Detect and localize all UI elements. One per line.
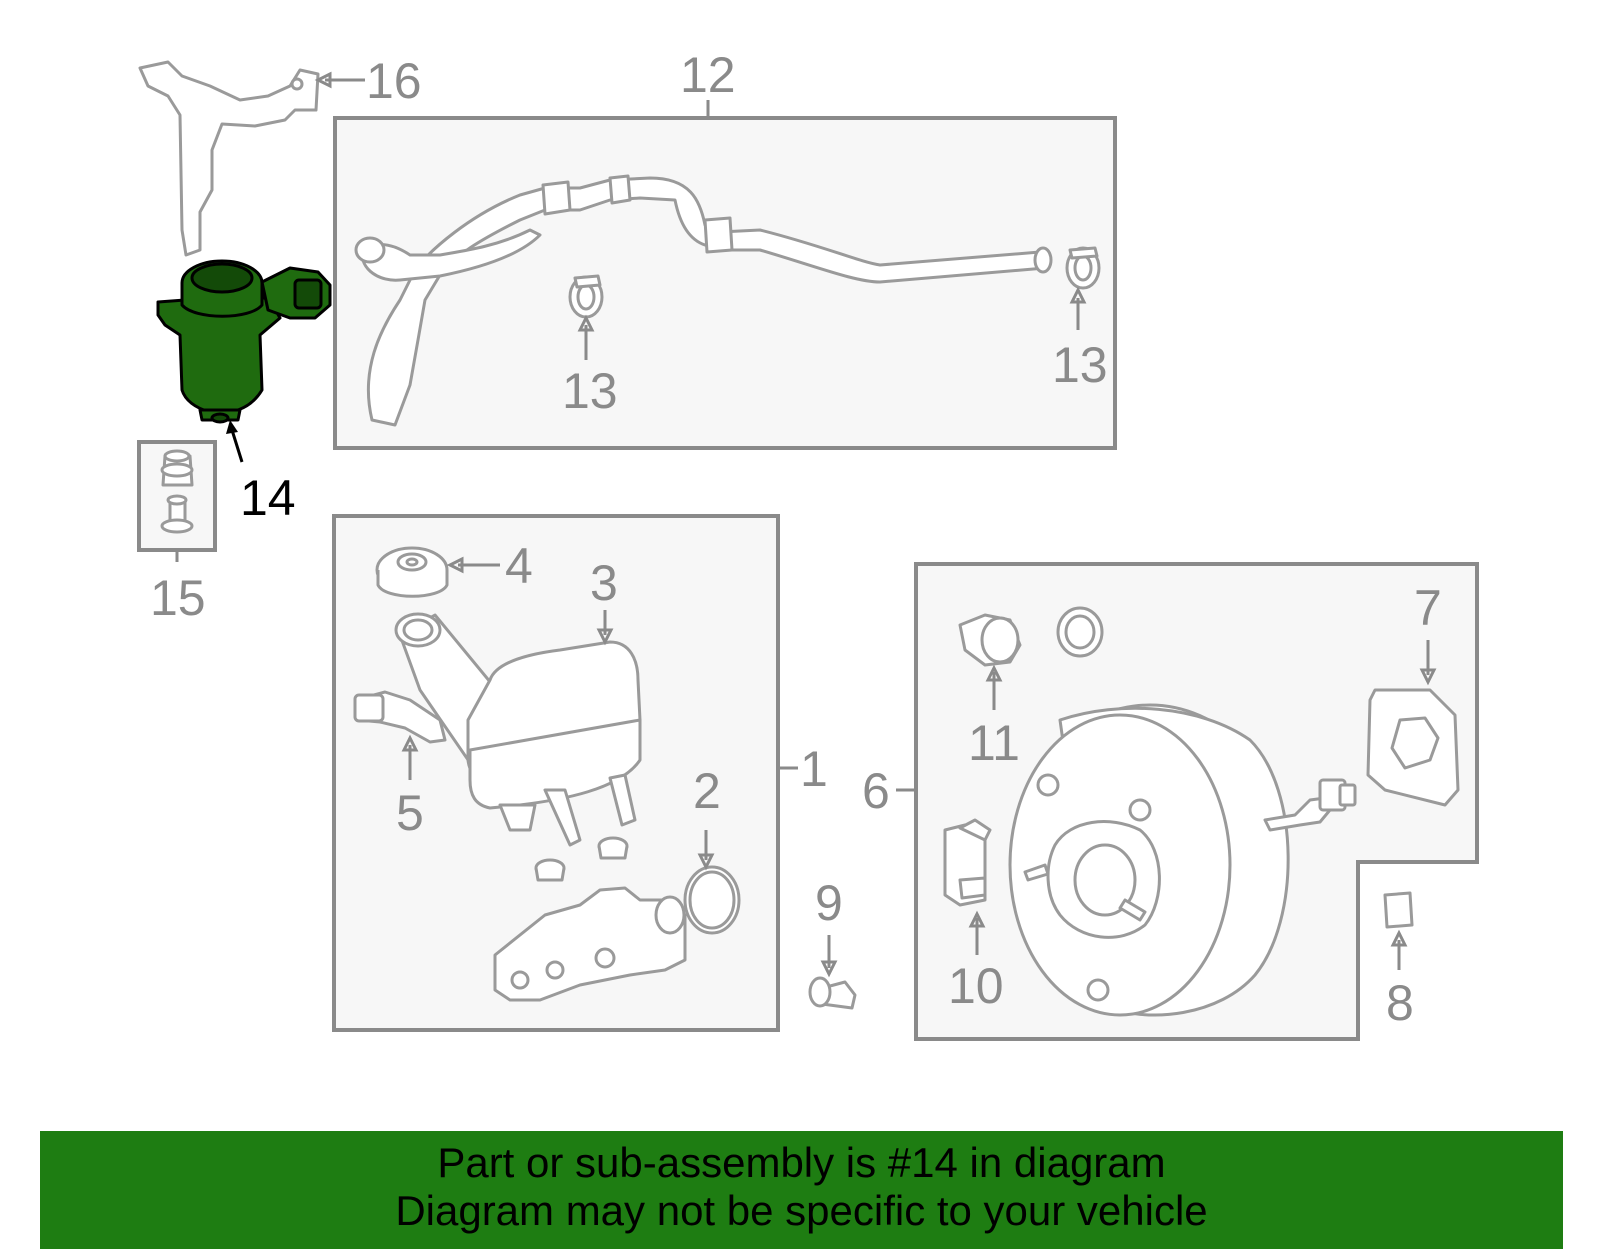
- callout-15[interactable]: 15: [150, 570, 206, 626]
- callout-5[interactable]: 5: [396, 785, 424, 841]
- callout-2[interactable]: 2: [693, 763, 721, 819]
- grommet-part-15[interactable]: [160, 449, 194, 534]
- callout-12[interactable]: 12: [680, 47, 736, 103]
- brake-booster[interactable]: [1008, 703, 1357, 1017]
- reservoir-grommets[interactable]: [534, 836, 629, 882]
- pad-part-8[interactable]: [1383, 891, 1414, 929]
- callout-7[interactable]: 7: [1414, 580, 1442, 636]
- callout-13-left[interactable]: 13: [562, 363, 618, 419]
- footer-banner: Part or sub-assembly is #14 in diagram D…: [40, 1131, 1563, 1249]
- vacuum-hose[interactable]: [354, 174, 1053, 427]
- callout-6[interactable]: 6: [862, 763, 890, 819]
- footer-line-1: Part or sub-assembly is #14 in diagram: [437, 1139, 1166, 1186]
- check-valve-part-11[interactable]: [958, 606, 1104, 667]
- plate-part-7[interactable]: [1366, 688, 1460, 807]
- sensor-part-10[interactable]: [943, 818, 992, 907]
- callout-16[interactable]: 16: [366, 53, 422, 109]
- callout-4[interactable]: 4: [505, 538, 533, 594]
- callout-11[interactable]: 11: [968, 715, 1020, 771]
- callout-10[interactable]: 10: [948, 958, 1004, 1014]
- callout-13-right[interactable]: 13: [1052, 337, 1108, 393]
- master-cylinder-body[interactable]: [493, 886, 687, 1002]
- reservoir-cap-part-4[interactable]: [375, 546, 449, 598]
- pin-part-9[interactable]: [808, 976, 857, 1010]
- reservoir-part-3[interactable]: [394, 612, 642, 847]
- fluid-sensor-part-5[interactable]: [353, 690, 447, 744]
- callout-14[interactable]: 14: [240, 470, 296, 526]
- callout-1[interactable]: 1: [800, 741, 828, 797]
- callout-3[interactable]: 3: [590, 555, 618, 611]
- group-box-12: [333, 116, 1117, 450]
- hose-clamp-left[interactable]: [568, 274, 604, 319]
- callout-9[interactable]: 9: [815, 875, 843, 931]
- o-ring-part-2[interactable]: [683, 865, 741, 935]
- vacuum-pump-part-14[interactable]: [156, 259, 332, 424]
- footer-line-2: Diagram may not be specific to your vehi…: [395, 1187, 1208, 1234]
- bracket-part-16[interactable]: [138, 60, 320, 257]
- hose-clamp-right[interactable]: [1065, 246, 1101, 290]
- callout-8[interactable]: 8: [1386, 975, 1414, 1031]
